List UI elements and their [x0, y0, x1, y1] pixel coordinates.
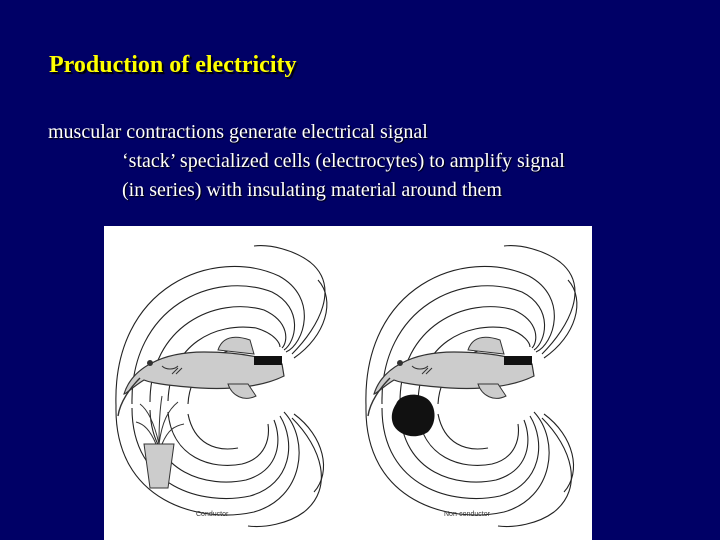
bullet-1: muscular contractions generate electrica… — [48, 121, 428, 143]
field-diagram-svg: Conductor — [115, 245, 578, 528]
conductor-panel: Conductor — [115, 245, 328, 528]
field-lines-right — [365, 245, 578, 528]
non-conductor-caption: Non-conductor — [444, 511, 491, 518]
conductor-caption: Conductor — [196, 511, 229, 518]
rock-icon — [391, 394, 435, 437]
bullet-3: (in series) with insulating material aro… — [122, 179, 502, 201]
fish-icon-left — [117, 336, 285, 417]
plant-icon — [135, 395, 185, 489]
slide-body: muscular contractions generate electrica… — [48, 118, 708, 205]
non-conductor-panel: Non-conductor — [365, 245, 578, 528]
fish-icon-right — [367, 336, 535, 417]
electric-field-figure: Conductor — [104, 226, 592, 540]
slide-title: Production of electricity — [49, 52, 297, 78]
bullet-2: ‘stack’ specialized cells (electrocytes)… — [122, 150, 565, 172]
field-lines-left — [115, 245, 328, 528]
